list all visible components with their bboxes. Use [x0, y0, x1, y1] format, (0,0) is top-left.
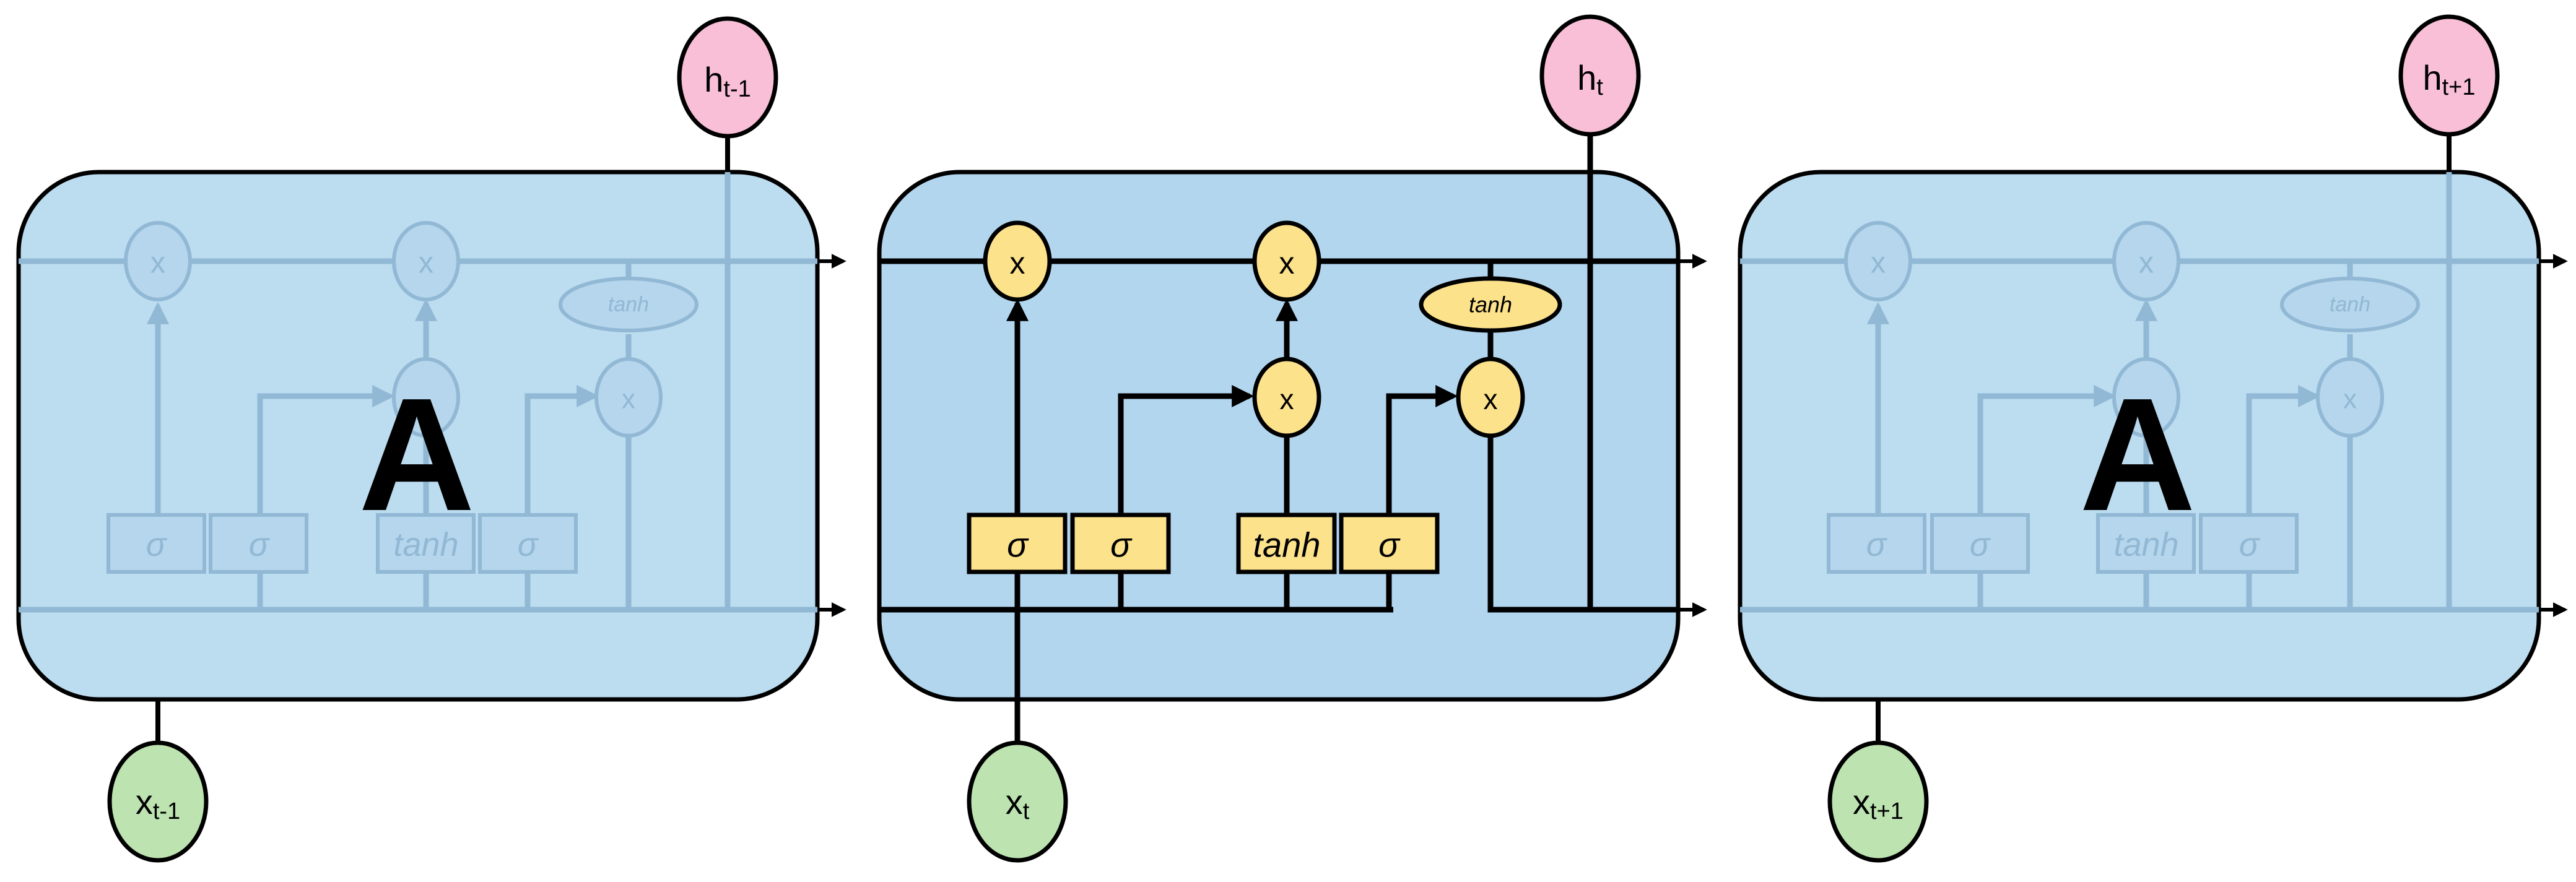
output-gate-path [1386, 385, 1458, 515]
faded-gate-label: σ [146, 526, 168, 563]
faded-multiply-label: x [419, 247, 433, 280]
gate-candidate-label: tanh [1253, 525, 1321, 564]
faded-gate-label: tanh [2113, 526, 2178, 563]
lstm-labels: x x x x tanh σ σ tanh σ [1007, 246, 1512, 564]
faded-multiply-label: x [1871, 247, 1886, 280]
faded-labels: x x x tanh σ σ tanh σ [1866, 247, 2370, 564]
faded-multiply-node [594, 357, 663, 438]
multiply-node-state [1252, 220, 1321, 302]
cell-big-label: A [2079, 365, 2196, 545]
faded-multiply-label: x [150, 247, 165, 280]
cell-prev: x x x tanh σ σ tanh σ A ht-1 xt-1 [16, 16, 846, 863]
hidden-output-node [2398, 14, 2500, 137]
faded-tanh-node [2280, 277, 2420, 332]
faded-gate-label: σ [2239, 526, 2261, 563]
faded-gate-label: σ [1970, 526, 1991, 563]
multiply-node-input [1252, 357, 1321, 438]
input-gate-path [1118, 385, 1255, 515]
faded-gate-label: σ [1866, 526, 1888, 563]
cell-big-label: A [359, 365, 475, 545]
input-label: xt [1006, 782, 1030, 825]
gate-candidate-box [1236, 512, 1337, 574]
hidden-output-label: ht+1 [2422, 58, 2475, 101]
faded-multiply-node [2112, 357, 2180, 438]
tanh-node [1419, 276, 1562, 333]
faded-nodes [1827, 221, 2420, 574]
multiply-label: x [1484, 383, 1498, 415]
hidden-output-node [1539, 14, 1641, 137]
input-label: xt-1 [136, 782, 180, 825]
gate-forget-box [967, 512, 1068, 574]
output-to-hidden [1487, 436, 1678, 613]
gate-input-label: σ [1110, 525, 1133, 564]
faded-multiply-label: x [2343, 384, 2357, 415]
faded-multiply-node [2112, 221, 2180, 301]
faded-gate-label: σ [518, 526, 539, 563]
faded-nodes [107, 221, 698, 574]
multiply-label: x [1010, 246, 1025, 280]
hidden-output-label: ht-1 [704, 60, 751, 103]
faded-multiply-label: x [2139, 247, 2154, 280]
faded-multiply-node [1844, 221, 1912, 301]
faded-multiply-node [392, 221, 460, 301]
faded-multiply-node [124, 221, 192, 301]
gate-output-box [1339, 512, 1440, 574]
lstm-nodes [967, 220, 1562, 574]
faded-labels: x x x tanh σ σ tanh σ [146, 247, 649, 564]
input-label: xt+1 [1853, 782, 1904, 825]
multiply-node-output [1456, 357, 1525, 438]
faded-gate-label: σ [249, 526, 271, 563]
faded-tanh-node [559, 277, 698, 332]
faded-multiply-node [392, 357, 460, 438]
faded-gate-box [478, 513, 578, 574]
input-node [967, 740, 1068, 863]
faded-tanh-label: tanh [608, 293, 649, 316]
faded-multiply-label: x [622, 384, 635, 415]
gate-forget-label: σ [1007, 525, 1029, 564]
faded-gate-box [107, 513, 206, 574]
faded-multiply-node [2316, 357, 2384, 438]
hidden-output-label: ht [1577, 58, 1603, 101]
faded-gate-box [2199, 513, 2299, 574]
gate-output-label: σ [1378, 525, 1401, 564]
multiply-node-forget [983, 220, 1052, 302]
cell-next: x x x tanh σ σ tanh σ A ht+1 xt+1 [1738, 14, 2568, 863]
faded-tanh-label: tanh [2330, 293, 2370, 316]
tanh-label: tanh [1469, 292, 1512, 318]
cell-current: x x x x tanh σ σ tanh σ ht xt [877, 14, 1707, 863]
input-node [107, 740, 209, 863]
faded-gate-box [209, 513, 308, 574]
multiply-label: x [1279, 246, 1295, 280]
input-node [1827, 740, 1929, 863]
faded-gate-label: tanh [393, 526, 458, 563]
gate-input-box [1070, 512, 1171, 574]
faded-gate-box [1827, 513, 1926, 574]
hidden-output-node [677, 16, 778, 139]
faded-gate-box [2096, 513, 2196, 574]
faded-gate-box [376, 513, 476, 574]
multiply-label: x [1280, 383, 1294, 415]
faded-gate-box [1930, 513, 2030, 574]
